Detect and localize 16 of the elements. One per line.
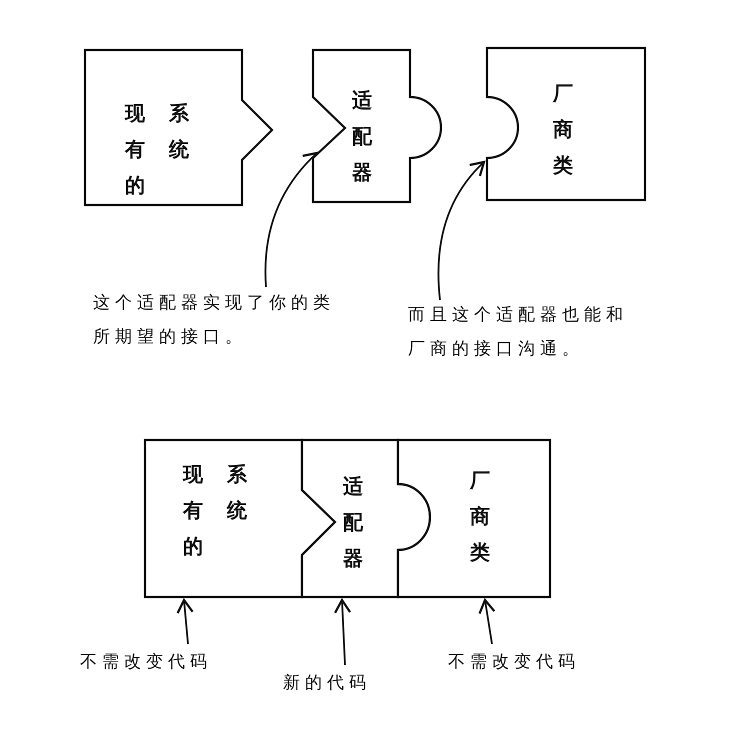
piece-label: 厂商类 [470,467,491,566]
annotation-text: 而且这个适配器也能和厂商的接口沟通。 [408,304,629,361]
annotation-text: 新的代码 [283,672,372,695]
piece-label: 厂商类 [553,80,574,179]
leader-arrow [334,598,352,666]
annotation-text: 这个适配器实现了你的类所期望的接口。 [93,292,336,349]
annotation-text: 不需改变代码 [448,651,581,674]
leader-arrow [478,598,496,644]
leader-arrow [438,160,486,300]
piece-label: 适配器 [343,473,364,572]
leader-arrow [264,152,318,288]
piece-label: 现有的系统 [183,461,248,560]
leader-arrow [176,598,194,644]
annotation-text: 不需改变代码 [80,651,213,674]
piece-label: 适配器 [352,87,374,186]
piece-label: 现有的系统 [125,100,190,199]
